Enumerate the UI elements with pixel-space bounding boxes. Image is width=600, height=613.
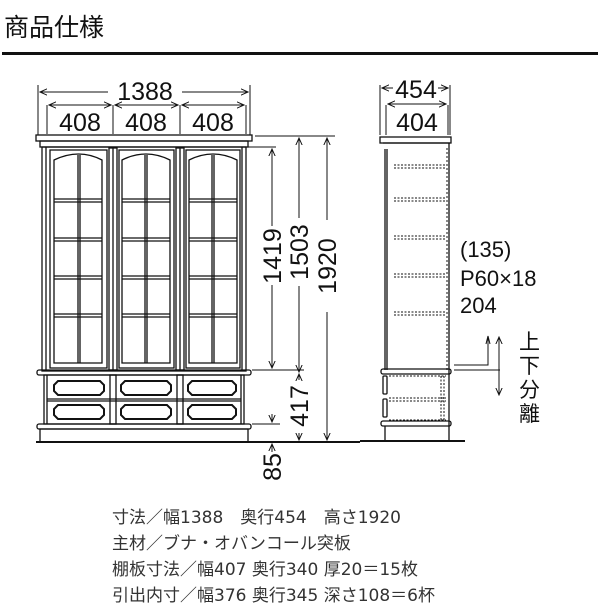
overall-width-label: 1388 [117, 78, 173, 106]
front-view [35, 85, 360, 452]
separation-char-2: 下 [519, 354, 540, 378]
shelf-offset-label: 204 [460, 293, 497, 318]
spec-drawer-size: 引出内寸／幅376 奥行345 深さ108＝6杯 [112, 586, 435, 606]
spec-shelf-size: 棚板寸法／幅407 奥行340 厚20＝15枚 [112, 560, 418, 580]
inner-depth-label: 404 [396, 109, 438, 137]
spec-material: 主材／ブナ・オバンコール突板 [112, 534, 351, 554]
overall-depth-label: 454 [395, 76, 437, 104]
separation-char-3: 分 [519, 378, 540, 402]
shelf-pitch-note: (135) [460, 237, 511, 262]
dimension-drawing: 1388 408 408 408 1419 1503 1920 417 85 [35, 76, 540, 481]
shelf-pitch-label: P60×18 [460, 266, 536, 291]
upper-height-label: 1419 [259, 228, 287, 284]
lower-height-label: 417 [286, 385, 314, 427]
plinth-height-label: 85 [259, 453, 287, 481]
section-width-1-label: 408 [59, 109, 101, 137]
spec-list: 寸法／幅1388 奥行454 高さ1920 主材／ブナ・オバンコール突板 棚板寸… [112, 505, 435, 609]
side-view [360, 85, 500, 442]
upper-base-height-label: 1503 [286, 224, 314, 280]
section-width-2-label: 408 [125, 109, 167, 137]
total-height-label: 1920 [314, 238, 342, 294]
section-width-3-label: 408 [192, 109, 234, 137]
separation-char-1: 上 [519, 330, 540, 354]
spec-dimensions: 寸法／幅1388 奥行454 高さ1920 [112, 508, 401, 528]
separation-char-4: 離 [519, 402, 540, 426]
page-title: 商品仕様 [4, 13, 105, 42]
title-divider [2, 52, 598, 55]
